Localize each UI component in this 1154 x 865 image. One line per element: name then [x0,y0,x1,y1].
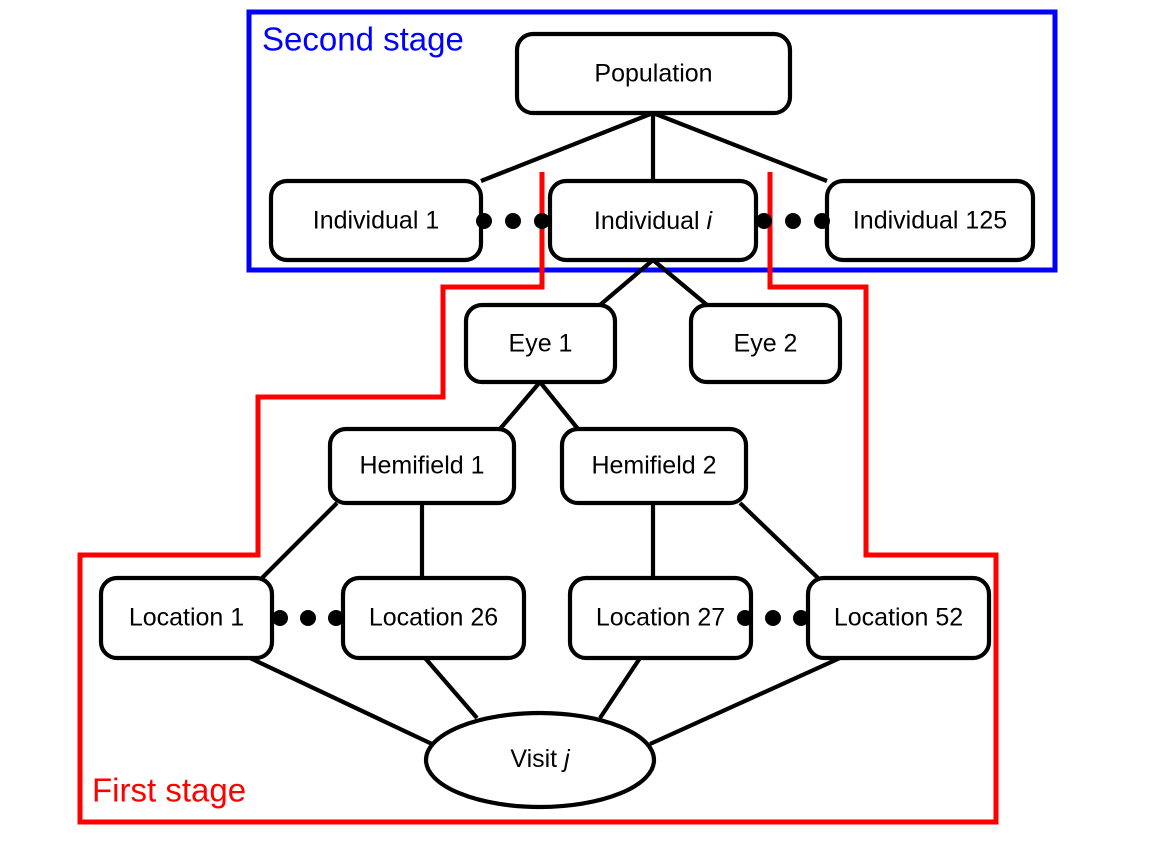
node-hemifield-1-label: Hemifield 1 [359,452,484,480]
node-location-52-label: Location 52 [834,604,963,632]
edge-hemifield-1-location-1 [260,501,339,580]
node-location-26[interactable]: Location 26 [340,575,527,661]
edge-population-individual-1 [480,111,654,183]
ellipsis-dot [300,610,316,626]
node-visit-j-label-index: j [561,745,571,773]
edge-eye-1-hemifield-2 [538,380,580,431]
node-eye-2-label: Eye 2 [734,330,798,358]
ellipsis-dot [737,610,753,626]
node-location-1-label: Location 1 [129,604,244,632]
first-stage-label: First stage [92,772,246,809]
edge-location-27-visit [598,656,642,720]
node-population-box[interactable] [514,31,793,116]
ellipsis-location-left [272,610,344,626]
edge-eye-1-hemifield-1 [498,380,542,431]
node-population[interactable]: Population [514,31,793,116]
node-eye-1-label: Eye 1 [509,330,573,358]
node-eye-2[interactable]: Eye 2 [688,302,843,385]
node-hemifield-2-box[interactable] [559,426,749,506]
node-hemifield-1-box[interactable] [327,426,517,506]
ellipsis-dot [505,213,521,229]
ellipsis-dot [534,213,550,229]
node-population-label: Population [594,60,712,88]
node-location-26-label: Location 26 [369,604,498,632]
node-individual-i[interactable]: Individual i [547,178,759,263]
first-stage-frame [77,172,999,825]
edge-location-52-visit [649,656,841,746]
ellipsis-dot [785,213,801,229]
node-individual-125-label: Individual 125 [853,207,1007,235]
node-hemifield-2[interactable]: Hemifield 2 [559,426,749,506]
node-visit-j-label-text: Visit [510,745,564,773]
node-visit-j-label: Visit j [510,745,571,773]
node-individual-1-label: Individual 1 [313,207,439,235]
ellipsis-dot [814,213,830,229]
edge-hemifield-2-location-52 [738,501,820,580]
ellipsis-dot [328,610,344,626]
node-individual-125[interactable]: Individual 125 [824,178,1036,263]
node-location-52[interactable]: Location 52 [805,575,992,661]
edge-location-1-visit [249,656,433,746]
ellipsis-individual-left [476,213,550,229]
node-hemifield-2-label: Hemifield 2 [591,452,716,480]
node-location-1[interactable]: Location 1 [98,575,275,661]
second-stage-frame [246,9,1058,273]
ellipsis-individual-right [756,213,830,229]
node-location-27[interactable]: Location 27 [567,575,754,661]
node-visit-j[interactable]: Visit j [423,710,657,810]
ellipsis-dot [272,610,288,626]
ellipsis-dot [476,213,492,229]
second-stage-label: Second stage [262,21,464,58]
ellipsis-dot [793,610,809,626]
edge-population-individual-125 [652,111,828,183]
ellipsis-dot [765,610,781,626]
node-individual-i-label: Individual i [594,207,714,235]
node-individual-1[interactable]: Individual 1 [268,178,484,263]
edge-layer [249,111,841,746]
ellipsis-location-right [737,610,809,626]
node-hemifield-1[interactable]: Hemifield 1 [327,426,517,506]
edge-location-26-visit [423,656,479,720]
node-individual-i-label-index: i [707,207,714,235]
node-eye-2-box[interactable] [688,302,843,385]
node-visit-j-ellipse[interactable] [423,710,657,810]
node-individual-i-label-text: Individual [594,207,707,235]
edge-individual-i-eye-1 [598,258,655,307]
ellipsis-layer [272,213,830,626]
node-eye-1[interactable]: Eye 1 [463,302,618,385]
node-layer: Population Individual 1 Individual i Ind… [98,31,1036,810]
node-individual-i-box[interactable] [547,178,759,263]
ellipsis-dot [756,213,772,229]
node-eye-1-box[interactable] [463,302,618,385]
node-location-27-label: Location 27 [596,604,725,632]
edge-individual-i-eye-2 [651,258,709,307]
